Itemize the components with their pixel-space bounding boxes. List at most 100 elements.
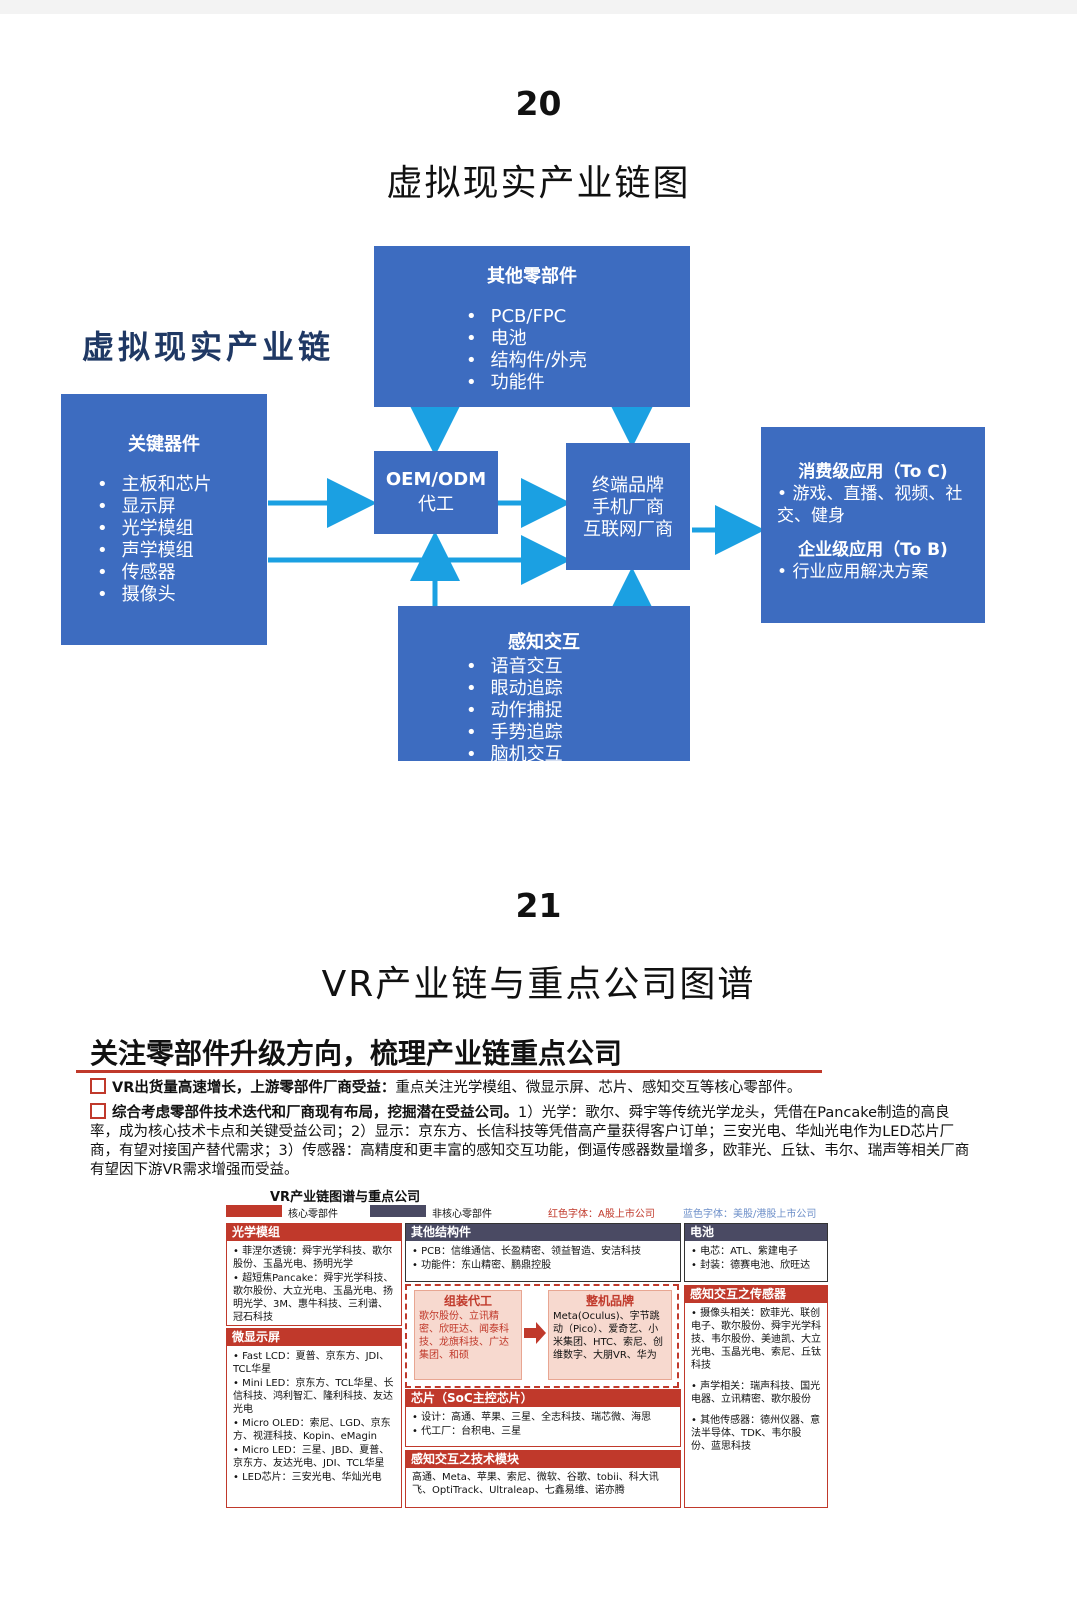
structure-line: • PCB：信维通信、长盈精密、领益智造、安洁科技 <box>412 1246 641 1257</box>
chip-line: • 设计：高通、苹果、三星、全志科技、瑞芯微、海思 <box>412 1412 652 1423</box>
tech-module-text: 高通、Meta、苹果、索尼、微软、谷歌、tobii、科大讯飞、OptiTrack… <box>412 1472 659 1496</box>
section-number-20: 20 <box>515 84 562 123</box>
sensors-panel: 感知交互之传感器 • 摄像头相关：欧菲光、联创电子、歌尔股份、舜宇光学科技、韦尔… <box>684 1285 828 1508</box>
legend-noncore: 非核心零部件 <box>432 1209 492 1220</box>
perception-box: 感知交互 语音交互 眼动追踪 动作捕捉 手势追踪 脑机交互 <box>398 606 690 765</box>
battery-panel: 电池 • 电芯：ATL、紫建电子 • 封装：德赛电池、欣旺达 <box>684 1223 828 1282</box>
enterprise-item: • 行业应用解决方案 <box>777 562 929 582</box>
sensors-line: • 摄像头相关：欧菲光、联创电子、歌尔股份、舜宇光学科技、韦尔股份、美迪凯、大立… <box>691 1308 821 1371</box>
display-title: 微显示屏 <box>227 1329 401 1346</box>
list-item: 脑机交互 <box>466 744 690 766</box>
section-title-21: VR产业链与重点公司图谱 <box>321 964 756 1005</box>
other-parts-title: 其他零部件 <box>487 266 577 287</box>
key-components-list: 主板和芯片 显示屏 光学模组 声学模组 传感器 摄像头 <box>97 474 267 606</box>
structure-line: • 功能件：东山精密、鹏鼎控股 <box>412 1260 552 1271</box>
consumer-title: 消费级应用（To C) <box>798 462 948 482</box>
optics-line: • 超短焦Pancake：舜宇光学科技、歌尔股份、大立光电、玉晶光电、扬明光学、… <box>233 1273 394 1323</box>
other-parts-box: 其他零部件 PCB/FPC 电池 结构件/外壳 功能件 <box>374 246 690 407</box>
key-components-box: 关键器件 主板和芯片 显示屏 光学模组 声学模组 传感器 摄像头 <box>61 394 267 645</box>
tech-module-title: 感知交互之技术模块 <box>406 1451 680 1468</box>
list-item: PCB/FPC <box>466 306 690 328</box>
optics-line: • 菲涅尔透镜：舜宇光学科技、歌尔股份、玉晶光电、扬明光学 <box>233 1246 393 1270</box>
brands-title: 整机品牌 <box>585 1294 634 1308</box>
tech-module-panel: 感知交互之技术模块 高通、Meta、苹果、索尼、微软、谷歌、tobii、科大讯飞… <box>405 1450 681 1508</box>
list-item: 手势追踪 <box>466 722 690 744</box>
map-title: VR产业链图谱与重点公司 <box>270 1190 421 1205</box>
legend-core-swatch <box>226 1205 282 1217</box>
legend-core: 核心零部件 <box>288 1209 338 1220</box>
list-item: 主板和芯片 <box>97 474 267 496</box>
structure-title: 其他结构件 <box>406 1224 680 1241</box>
enterprise-item-text: 行业应用解决方案 <box>792 562 929 582</box>
structure-panel: 其他结构件 • PCB：信维通信、长盈精密、领益智造、安洁科技 • 功能件：东山… <box>405 1223 681 1282</box>
sensors-title: 感知交互之传感器 <box>685 1286 827 1303</box>
battery-line: • 电芯：ATL、紫建电子 <box>691 1246 798 1257</box>
optics-panel: 光学模组 • 菲涅尔透镜：舜宇光学科技、歌尔股份、玉晶光电、扬明光学 • 超短焦… <box>226 1223 402 1326</box>
display-line: • Micro LED：三星、JBD、夏普、京东方、友达光电、JDI、TCL华星 <box>233 1445 390 1469</box>
arrow-right-icon <box>524 1322 546 1344</box>
oem-line2: 代工 <box>418 494 454 515</box>
bullet-2-bold: 综合考虑零部件技术迭代和厂商现有布局，挖掘潜在受益公司。 <box>112 1105 518 1121</box>
sensors-line: • 声学相关：瑞声科技、国光电器、立讯精密、歌尔股份 <box>691 1381 821 1405</box>
oem-odm-box: OEM/ODM 代工 <box>374 451 498 534</box>
bullet-1-bold: VR出货量高速增长，上游零部件厂商受益： <box>112 1080 396 1096</box>
list-item: 电池 <box>466 328 690 350</box>
display-line: • Micro OLED：索尼、LGD、京东方、视涯科技、Kopin、eMagi… <box>233 1418 391 1442</box>
list-item: 声学模组 <box>97 540 267 562</box>
list-item: 光学模组 <box>97 518 267 540</box>
consumer-item: • 游戏、直播、视频、社交、健身 <box>777 484 963 526</box>
assembly-title: 组装代工 <box>443 1294 492 1308</box>
list-item: 眼动追踪 <box>466 678 690 700</box>
enterprise-title: 企业级应用（To B) <box>798 540 948 560</box>
other-parts-list: PCB/FPC 电池 结构件/外壳 功能件 <box>466 306 690 394</box>
list-item: 传感器 <box>97 562 267 584</box>
legend-noncore-swatch <box>370 1205 426 1217</box>
sensors-line: • 其他传感器：德州仪器、意法半导体、TDK、韦尔股份、蓝思科技 <box>691 1415 821 1452</box>
assembly-dashed-area <box>405 1284 679 1388</box>
top-status-bar <box>0 0 1077 14</box>
list-item: 动作捕捉 <box>466 700 690 722</box>
legend-red-font: 红色字体：A股上市公司 <box>548 1209 655 1220</box>
battery-line: • 封装：德赛电池、欣旺达 <box>691 1260 811 1271</box>
list-item: 语音交互 <box>466 656 690 678</box>
bullet-2-text: 1）光学：歌尔、舜宇等传统光学龙头，凭借在Pancake制造的高良率，成为核心技… <box>90 1105 970 1178</box>
display-line: • Mini LED：京东方、TCL华星、长信科技、鸿利智汇、隆利科技、友达光电 <box>233 1378 394 1415</box>
legend-blue-font: 蓝色字体：美股/港股上市公司 <box>683 1209 817 1220</box>
brand-box: 终端品牌 手机厂商 互联网厂商 <box>566 443 690 570</box>
assembly-text: 歌尔股份、立讯精密、欣旺达、闻泰科技、龙旗科技、广达集团、和硕 <box>419 1311 509 1361</box>
chip-line: • 代工厂：台积电、三星 <box>412 1426 522 1437</box>
square-bullet-icon <box>90 1103 106 1119</box>
bullet-1: VR出货量高速增长，上游零部件厂商受益：重点关注光学模组、微显示屏、芯片、感知交… <box>90 1078 970 1098</box>
oem-line1: OEM/ODM <box>385 469 487 490</box>
heading-underline <box>76 1070 822 1073</box>
display-panel: 微显示屏 • Fast LCD：夏普、京东方、JDI、TCL华星 • Mini … <box>226 1328 402 1508</box>
square-bullet-icon <box>90 1078 106 1094</box>
applications-box: 消费级应用（To C) • 游戏、直播、视频、社交、健身 企业级应用（To B)… <box>761 427 985 623</box>
optics-title: 光学模组 <box>227 1224 401 1241</box>
brands-box: 整机品牌 Meta(Oculus)、字节跳动（Pico）、爱奇艺、小米集团、HT… <box>548 1290 672 1380</box>
list-item: 结构件/外壳 <box>466 350 690 372</box>
brands-text: Meta(Oculus)、字节跳动（Pico）、爱奇艺、小米集团、HTC、索尼、… <box>553 1311 664 1361</box>
perception-list: 语音交互 眼动追踪 动作捕捉 手势追踪 脑机交互 <box>466 656 690 766</box>
chip-title: 芯片（SoC主控芯片） <box>406 1390 680 1407</box>
chip-panel: 芯片（SoC主控芯片） • 设计：高通、苹果、三星、全志科技、瑞芯微、海思 • … <box>405 1389 681 1447</box>
list-item: 摄像头 <box>97 584 267 606</box>
key-components-title: 关键器件 <box>128 434 200 455</box>
consumer-item-text: 游戏、直播、视频、社交、健身 <box>777 484 963 526</box>
brand-line2: 手机厂商 <box>592 497 664 518</box>
list-item: 功能件 <box>466 372 690 394</box>
section-number-21: 21 <box>515 886 562 925</box>
display-line: • LED芯片：三安光电、华灿光电 <box>233 1472 382 1483</box>
assembly-box: 组装代工 歌尔股份、立讯精密、欣旺达、闻泰科技、龙旗科技、广达集团、和硕 <box>414 1290 522 1380</box>
bullet-1-text: 重点关注光学模组、微显示屏、芯片、感知交互等核心零部件。 <box>395 1080 802 1096</box>
list-item: 显示屏 <box>97 496 267 518</box>
slide-heading: 关注零部件升级方向，梳理产业链重点公司 <box>90 1037 623 1070</box>
chain-label: 虚拟现实产业链 <box>82 328 335 366</box>
battery-title: 电池 <box>685 1224 827 1241</box>
section-title-20: 虚拟现实产业链图 <box>386 163 691 204</box>
perception-title: 感知交互 <box>508 632 580 653</box>
bullet-2: 综合考虑零部件技术迭代和厂商现有布局，挖掘潜在受益公司。1）光学：歌尔、舜宇等传… <box>90 1103 970 1180</box>
display-line: • Fast LCD：夏普、京东方、JDI、TCL华星 <box>233 1351 390 1375</box>
brand-line3: 互联网厂商 <box>583 519 673 540</box>
